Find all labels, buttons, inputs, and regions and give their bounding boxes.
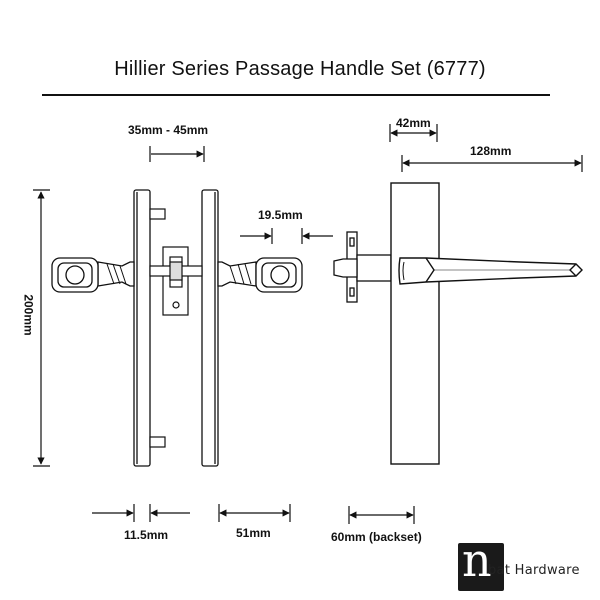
dim-handle-gap: 19.5mm — [258, 208, 303, 222]
logo-mark: n — [458, 537, 504, 591]
left-lever-section — [51, 257, 135, 293]
screw-posts — [149, 208, 166, 448]
dim-lever-projection: 51mm — [236, 526, 271, 540]
latch-plate — [162, 246, 189, 316]
dim-plate-width: 11.5mm — [124, 528, 169, 542]
dim-handle-length: 128mm — [470, 144, 512, 158]
dim-door-thickness: 35mm - 45mm — [128, 123, 209, 137]
dim-rose-projection: 42mm — [396, 116, 431, 130]
dimension-lines — [33, 124, 583, 524]
diagram-title: Hillier Series Passage Handle Set (6777) — [114, 58, 486, 80]
dim-backset: 60mm (backset) — [331, 530, 422, 544]
brand-name: bat Hardware — [488, 563, 580, 578]
right-backplate — [201, 189, 219, 467]
latch-side — [333, 231, 392, 303]
title-underline — [42, 94, 550, 96]
spindle — [149, 261, 203, 281]
dim-plate-height: 200mm — [21, 294, 36, 336]
logo-letter: n — [462, 533, 492, 587]
lever-side — [398, 257, 583, 285]
left-backplate — [133, 189, 151, 467]
right-lever-section — [217, 257, 303, 293]
brand-logo: n bat Hardware — [458, 537, 598, 593]
backplate-side — [390, 182, 440, 465]
